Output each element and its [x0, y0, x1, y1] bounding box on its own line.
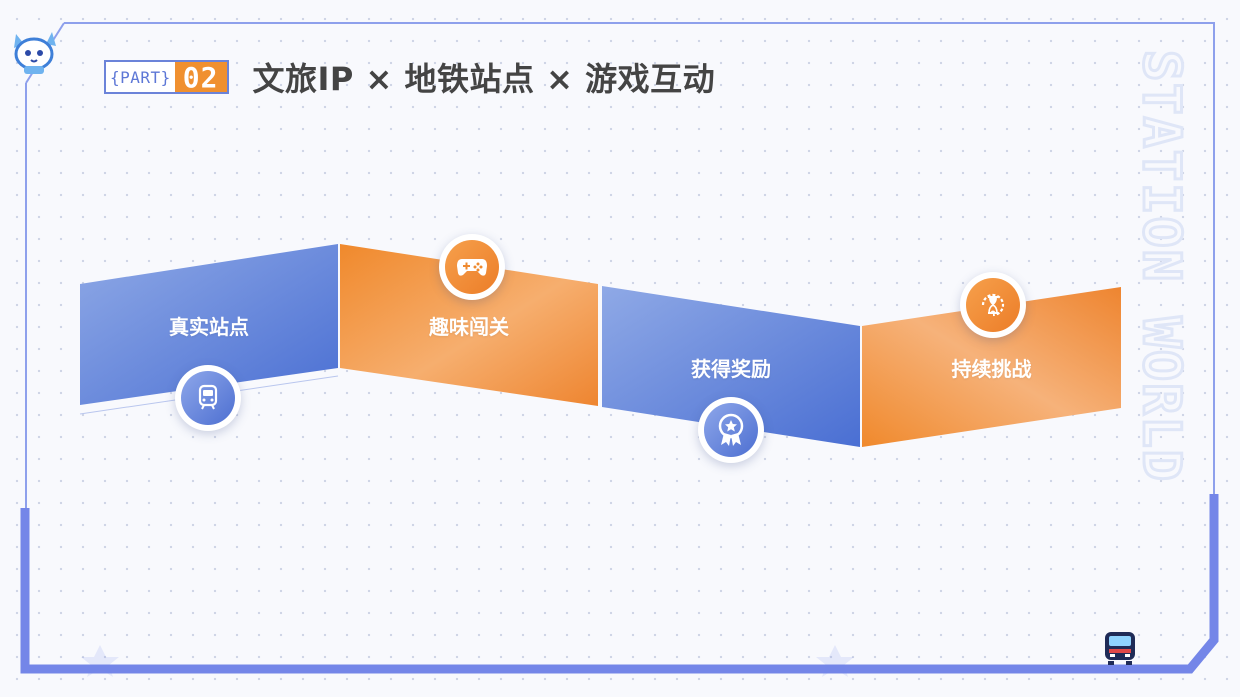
metro-train-icon: [1105, 632, 1135, 665]
step-panel-2: [340, 244, 598, 406]
step-2: 趣味闯关: [340, 300, 598, 350]
step-1: 真实站点: [80, 300, 338, 350]
step-label: 持续挑战: [951, 356, 1032, 381]
part-number: 02: [174, 61, 227, 94]
award-badge-icon: [718, 413, 744, 446]
step-4: 持续挑战: [862, 342, 1121, 392]
train-icon: [198, 384, 218, 410]
step-label: 趣味闯关: [429, 314, 509, 339]
part-label: {PART}: [110, 67, 171, 87]
step-3-icon-badge: [698, 397, 764, 463]
step-label: 真实站点: [169, 314, 249, 339]
step-4-icon-badge: [960, 272, 1026, 338]
step-panel-1: [80, 244, 338, 405]
step-3: 获得奖励: [602, 342, 860, 392]
step-panel-3: [602, 286, 860, 447]
step-2-icon-badge: [439, 234, 505, 300]
hourglass-icon: [981, 293, 1005, 317]
step-panel-4: [862, 287, 1121, 447]
page-title: 文旅IP × 地铁站点 × 游戏互动: [252, 60, 716, 98]
step-1-icon-badge: [175, 365, 241, 431]
mascot-icon: [14, 32, 56, 74]
part-badge: {PART} 02: [104, 60, 229, 94]
svg-text:STATION WORLD: STATION WORLD: [1131, 50, 1191, 483]
gamepad-icon: [457, 259, 487, 276]
header: {PART} 02 文旅IP × 地铁站点 × 游戏互动: [104, 58, 715, 98]
step-label: 获得奖励: [691, 356, 771, 381]
watermark-text: STATION WORLD: [1130, 49, 1193, 485]
